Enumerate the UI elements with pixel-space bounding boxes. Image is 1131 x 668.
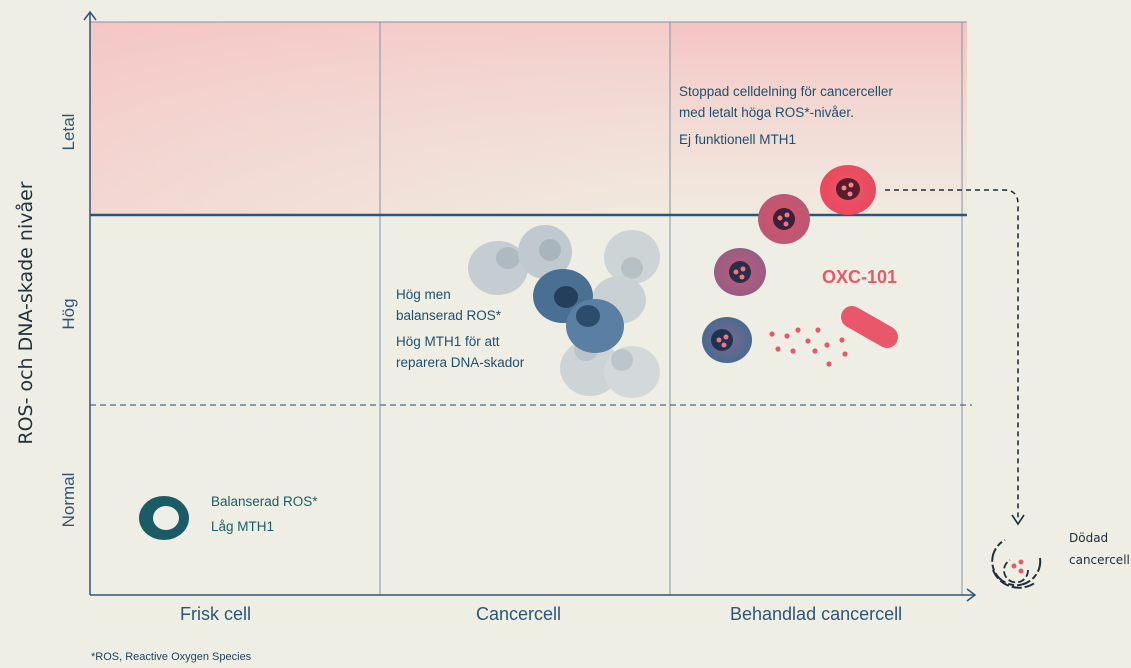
- level-normal-label: Normal: [59, 472, 78, 528]
- arrow-down-icon: [1011, 514, 1025, 526]
- category-cancer-label: Cancercell: [476, 604, 562, 624]
- dead-cell-label: Dödad cancercell: [1069, 527, 1130, 571]
- footnote: *ROS, Reactive Oxygen Species: [91, 651, 252, 663]
- cancer-note: Hög men balanserad ROS* Hög MTH1 för att…: [396, 284, 524, 373]
- healthy-note: Balanserad ROS* Låg MTH1: [211, 489, 318, 539]
- drug-particles-icon: [769, 327, 848, 367]
- category-treated-label: Behandlad cancercell: [730, 604, 903, 624]
- drug-label: OXC-101: [822, 267, 898, 287]
- cancer-note-line-1: Hög men: [396, 287, 451, 302]
- drug-capsule-icon: [841, 306, 898, 348]
- healthy-note-line-2: Låg MTH1: [211, 519, 275, 534]
- treated-cell-1-icon: [702, 317, 752, 363]
- dead-cell-label-line-1: Dödad: [1069, 531, 1109, 545]
- treated-cell-2-icon: [714, 248, 766, 296]
- x-axis-arrow-icon: [966, 588, 977, 602]
- lethal-note-line-2: med letalt höga ROS*-nivåer.: [679, 105, 854, 120]
- treated-cell-3-icon: [758, 194, 810, 244]
- dead-cell-label-line-2: cancercell: [1069, 553, 1130, 567]
- lethal-note-line-3: Ej funktionell MTH1: [679, 132, 797, 147]
- cancer-note-line-4: reparera DNA-skador: [396, 355, 525, 370]
- lethal-note-line-1: Stoppad celldelning för cancerceller: [679, 84, 893, 99]
- cancer-note-line-3: Hög MTH1 för att: [396, 334, 500, 349]
- dashed-arrow-path: [885, 189, 1019, 520]
- dead-cell-icon: [991, 539, 1042, 589]
- treated-cell-4-icon: [820, 165, 876, 215]
- lethal-note: Stoppad celldelning för cancerceller med…: [679, 81, 893, 150]
- healthy-cell-icon: [139, 496, 189, 540]
- category-healthy-label: Frisk cell: [180, 604, 251, 624]
- healthy-note-line-1: Balanserad ROS*: [211, 494, 318, 509]
- y-axis-arrow-icon: [83, 10, 97, 21]
- cancer-cell-cluster-icon: [468, 225, 660, 398]
- level-lethal-label: Letal: [59, 113, 78, 151]
- y-axis-label: ROS- och DNA-skade nivåer: [15, 181, 37, 445]
- level-high-label: Hög: [59, 298, 78, 330]
- cancer-note-line-2: balanserad ROS*: [396, 308, 502, 323]
